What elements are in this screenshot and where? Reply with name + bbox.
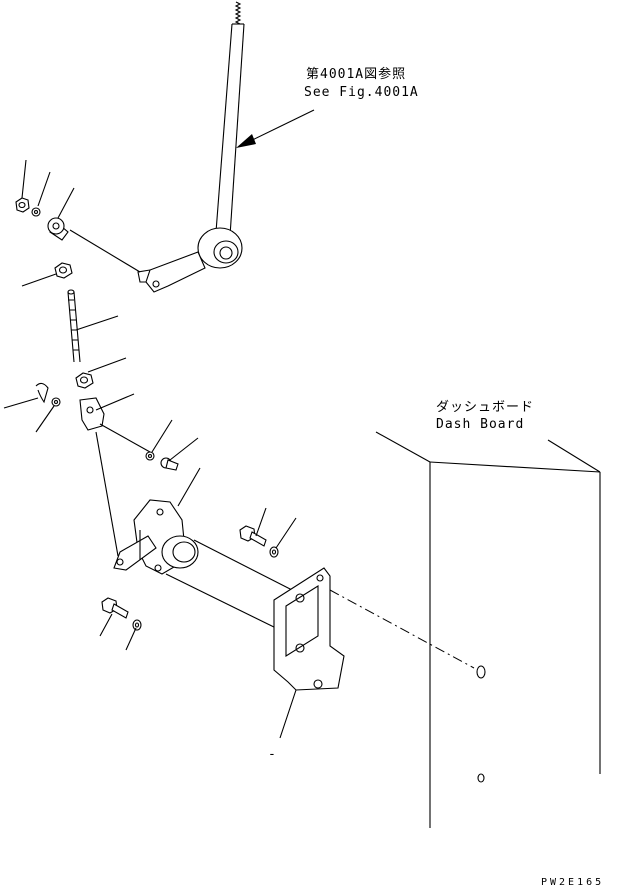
center-line bbox=[329, 589, 475, 669]
clevis-pin bbox=[160, 457, 179, 471]
leader-clevis bbox=[99, 423, 151, 453]
dash-board-label-en: Dash Board bbox=[436, 417, 525, 432]
nut-top bbox=[15, 197, 30, 213]
ball-joint bbox=[47, 217, 69, 241]
washer-lower bbox=[51, 397, 61, 407]
cotter-pin bbox=[35, 382, 49, 404]
reference-arrow bbox=[236, 109, 315, 148]
bolt-left bbox=[101, 597, 129, 619]
panel-hole bbox=[476, 665, 486, 679]
washer-left bbox=[132, 619, 142, 631]
cable-line bbox=[95, 431, 119, 557]
clevis bbox=[79, 397, 105, 431]
nut-mid bbox=[54, 262, 73, 279]
callout-leaders bbox=[3, 159, 297, 739]
drawing-code: PW2E165 bbox=[541, 877, 605, 888]
dash-board-label-jp: ダッシュボード bbox=[436, 400, 535, 415]
washer-top bbox=[31, 207, 41, 217]
washer-clevis bbox=[145, 451, 155, 461]
washer-right bbox=[269, 546, 279, 558]
dash-board-panel bbox=[375, 431, 601, 828]
leader-balljoint bbox=[69, 229, 141, 273]
cable-housing bbox=[113, 499, 199, 575]
leader-housing-bracket bbox=[165, 573, 281, 631]
mounting-bracket bbox=[273, 567, 345, 691]
tick-mark: - bbox=[268, 747, 277, 762]
reference-label-jp: 第4001A図参照 bbox=[306, 67, 407, 82]
control-rod bbox=[197, 1, 245, 269]
leader-housing-upper bbox=[193, 539, 297, 593]
threaded-rod bbox=[67, 289, 81, 363]
nut-lower bbox=[75, 372, 94, 389]
bolt-right bbox=[239, 525, 267, 547]
lever-arm bbox=[137, 251, 206, 293]
reference-label-en: See Fig.4001A bbox=[304, 85, 419, 100]
